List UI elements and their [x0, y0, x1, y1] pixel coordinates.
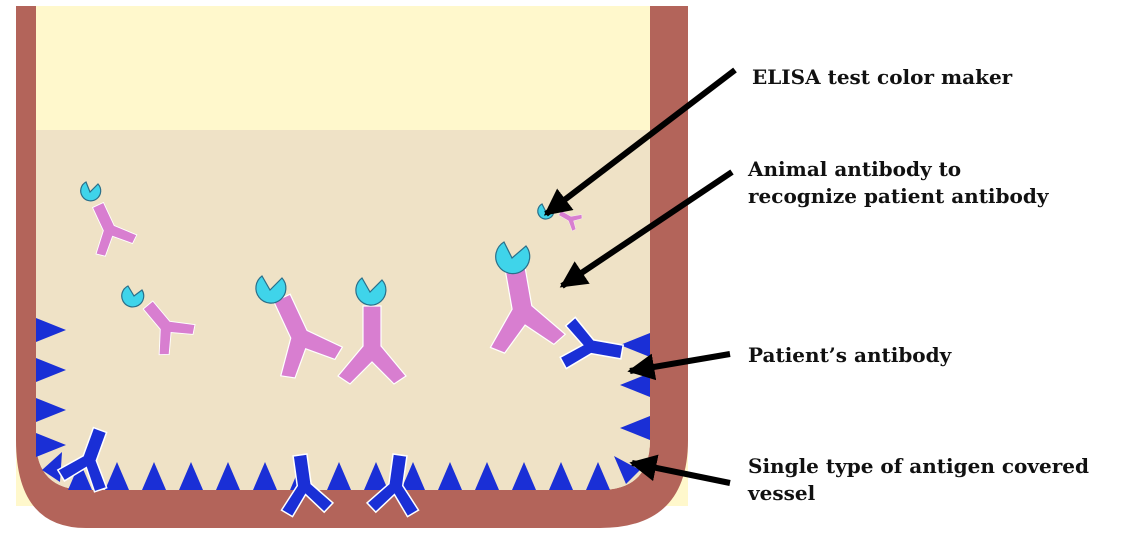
vessel-liquid [36, 130, 650, 490]
label-animal-antibody-line1: Animal antibody to [748, 156, 1048, 183]
label-color-marker: ELISA test color maker [752, 64, 1012, 91]
label-patient-antibody: Patient’s antibody [748, 342, 951, 369]
label-animal-antibody-line2: recognize patient antibody [748, 183, 1048, 210]
label-antigen-vessel-line1: Single type of antigen covered [748, 453, 1089, 480]
label-patient-antibody-text: Patient’s antibody [748, 342, 951, 369]
label-color-marker-text: ELISA test color maker [752, 64, 1012, 91]
label-antigen-vessel-line2: vessel [748, 480, 1089, 507]
label-animal-antibody: Animal antibody to recognize patient ant… [748, 156, 1048, 210]
label-antigen-vessel: Single type of antigen covered vessel [748, 453, 1089, 507]
